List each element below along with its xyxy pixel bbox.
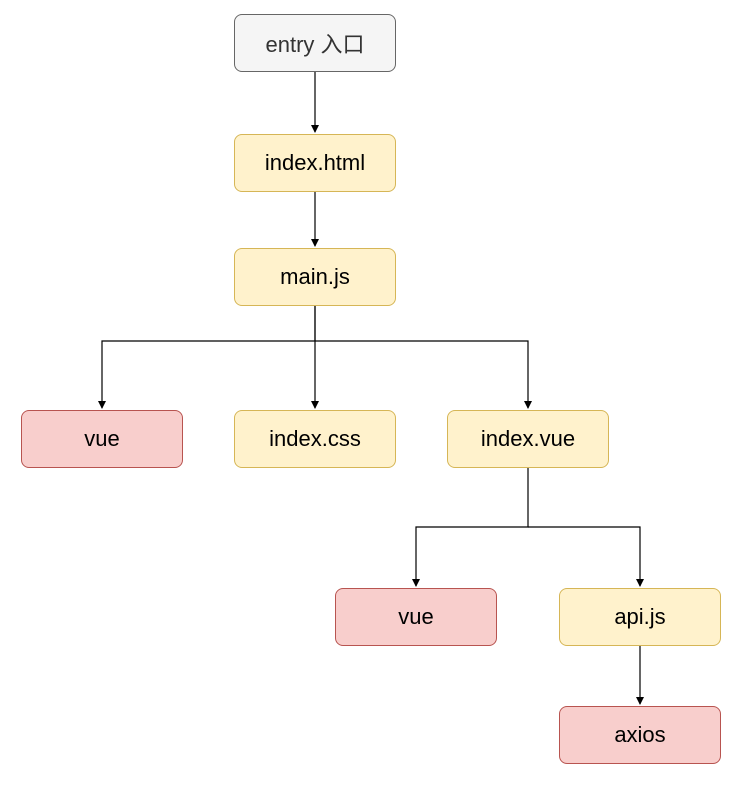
- node-index-vue[interactable]: index.vue: [447, 410, 609, 468]
- node-api-js-label: api.js: [614, 604, 666, 629]
- node-index-css-label: index.css: [269, 426, 361, 451]
- edge-index-vue-to-api-js: [528, 526, 644, 587]
- node-vue-label: vue: [84, 426, 120, 451]
- node-vue-dependency[interactable]: vue: [335, 588, 497, 646]
- node-axios[interactable]: axios: [559, 706, 721, 764]
- node-index-html[interactable]: index.html: [234, 134, 396, 192]
- node-main-js-label: main.js: [280, 264, 350, 289]
- node-api-js[interactable]: api.js: [559, 588, 721, 646]
- edge-main-js-to-vue: [98, 306, 316, 409]
- node-axios-label: axios: [614, 722, 666, 747]
- node-main-js[interactable]: main.js: [234, 248, 396, 306]
- node-entry[interactable]: entry 入口: [234, 14, 396, 72]
- node-index-css[interactable]: index.css: [234, 410, 396, 468]
- node-index-vue-label: index.vue: [480, 426, 576, 451]
- edge-index-vue-to-vue: [412, 468, 529, 587]
- node-vue[interactable]: vue: [21, 410, 183, 468]
- node-index-html-label: index.html: [264, 150, 366, 175]
- edge-main-js-to-index-vue: [315, 340, 532, 409]
- node-vue-dependency-label: vue: [398, 604, 434, 629]
- node-entry-label: entry 入口: [265, 32, 365, 57]
